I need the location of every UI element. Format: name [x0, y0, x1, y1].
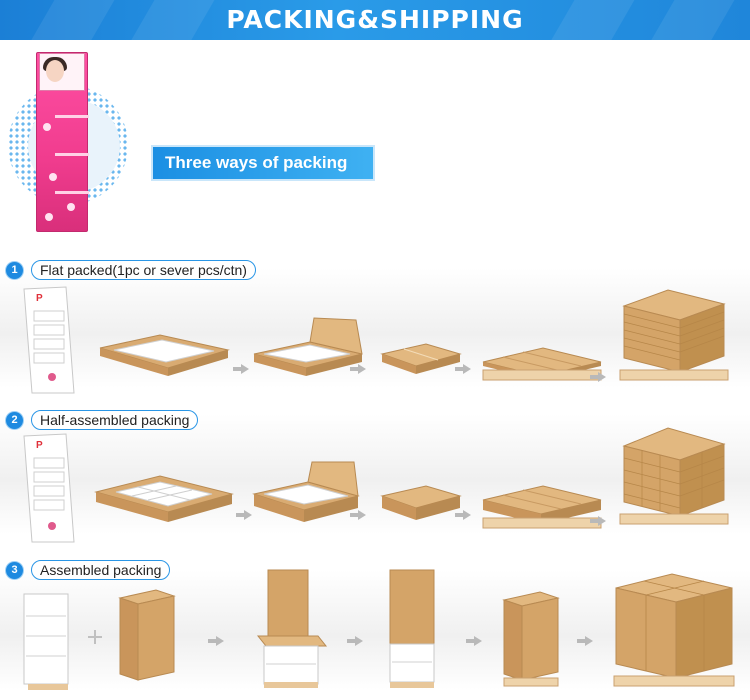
step-1-text: Flat packed(1pc or sever pcs/ctn)	[31, 260, 256, 280]
arrow-icon	[590, 516, 606, 526]
closed-flat-box	[382, 340, 462, 376]
arrow-icon	[455, 364, 471, 374]
arrow-icon	[233, 364, 249, 374]
step-1-number: 1	[6, 262, 23, 279]
svg-text:P: P	[36, 440, 43, 451]
white-stand-image-1: P	[22, 285, 82, 395]
pallet-few-boxes	[483, 336, 603, 384]
closed-box-half-assembled	[382, 482, 462, 522]
step-2-label: 2 Half-assembled packing	[6, 410, 198, 430]
step-3-label: 3 Assembled packing	[6, 560, 170, 580]
arrow-icon	[590, 372, 606, 382]
pallet-full-stack-half-assembled	[618, 424, 730, 532]
section-heading-text: Three ways of packing	[153, 147, 373, 179]
plus-icon	[88, 630, 102, 644]
arrow-icon	[347, 636, 363, 646]
step-2-text: Half-assembled packing	[31, 410, 198, 430]
page-title: PACKING&SHIPPING	[0, 0, 750, 40]
closing-box-half-assembled	[254, 462, 360, 526]
section-heading: Three ways of packing	[153, 147, 373, 179]
closing-box	[254, 318, 364, 380]
step-3-number: 3	[6, 562, 23, 579]
arrow-icon	[455, 510, 471, 520]
box-lowered-over-stand	[388, 566, 440, 690]
step-1-label: 1 Flat packed(1pc or sever pcs/ctn)	[6, 260, 256, 280]
box-over-stand	[256, 566, 330, 690]
arrow-icon	[350, 364, 366, 374]
header-banner: PACKING&SHIPPING	[0, 0, 750, 40]
open-box-half-assembled	[96, 470, 236, 526]
pallet-assembled-stack	[612, 572, 736, 692]
svg-text:P: P	[36, 293, 43, 304]
step-2-number: 2	[6, 412, 23, 429]
pink-display-stand-image	[36, 52, 88, 232]
arrow-icon	[350, 510, 366, 520]
stand-header-card	[39, 53, 85, 91]
arrow-icon	[466, 636, 482, 646]
arrow-icon	[208, 636, 224, 646]
arrow-icon	[577, 636, 593, 646]
arrow-icon	[236, 510, 252, 520]
tall-box	[120, 590, 176, 682]
assembled-white-stand	[22, 592, 72, 692]
step-3-text: Assembled packing	[31, 560, 170, 580]
open-box-flat	[100, 330, 230, 380]
boxed-assembled-unit	[504, 592, 560, 690]
pallet-boxes-half-assembled	[483, 476, 603, 532]
white-stand-image-2: P	[22, 432, 82, 544]
pallet-full-stack	[618, 286, 730, 386]
